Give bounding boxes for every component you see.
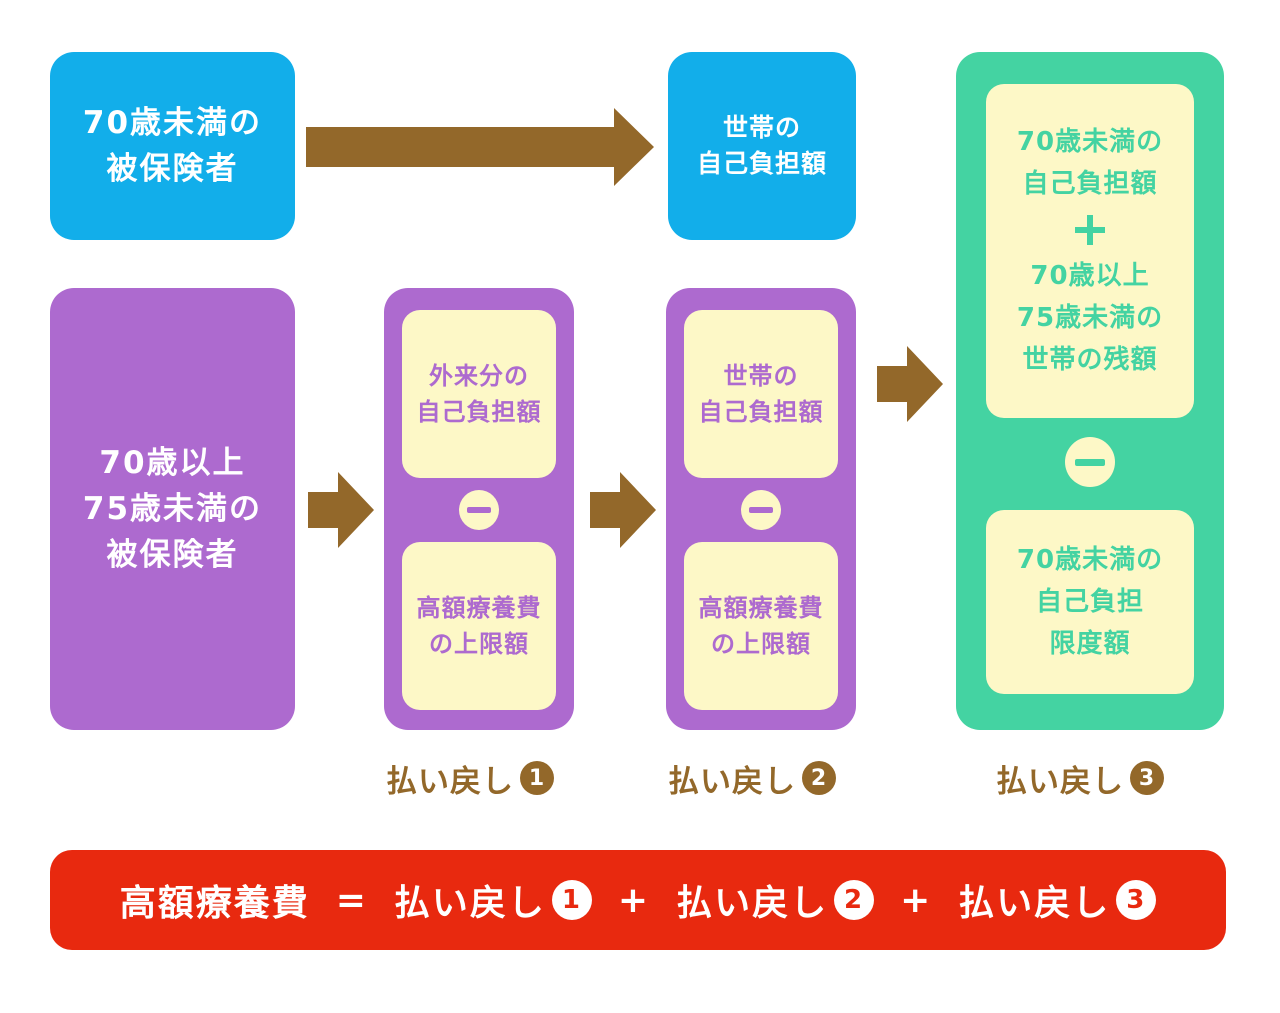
under70-copay-text: 70歳未満の 自己負担額: [1016, 127, 1164, 199]
minus-icon: [1065, 437, 1115, 487]
arrow-shape: [308, 472, 374, 548]
formula-bar: 高額療養費 = 払い戻し 1 + 払い戻し 2 + 払い戻し 3: [50, 850, 1226, 950]
refund-1-label: 払い戻し 1: [386, 758, 554, 800]
formula-term-3: 払い戻し 3: [958, 874, 1157, 926]
formula-plus-2: +: [900, 879, 933, 921]
arrow-shape: [306, 108, 654, 186]
refund-3-container: 70歳未満の 自己負担額 70歳以上 75歳未満の 世帯の残額 70歳未満の 自…: [956, 52, 1224, 730]
minus-icon: [459, 490, 499, 530]
formula-number-2-icon: 2: [834, 880, 875, 920]
number-3-icon: 3: [1130, 761, 1164, 795]
formula-term-1-text: 払い戻し: [393, 883, 546, 924]
refund-3-label: 払い戻し 3: [996, 758, 1164, 800]
formula-term-2-text: 払い戻し: [676, 883, 829, 924]
formula-number-3-icon: 3: [1116, 880, 1157, 920]
arrow-right-1: [308, 472, 374, 548]
minus-icon: [741, 490, 781, 530]
household-copay-blue-box: 世帯の 自己負担額: [668, 52, 856, 240]
ceiling-1-box: 高額療養費 の上限額: [402, 542, 556, 710]
refund-1-container: 外来分の 自己負担額 高額療養費 の上限額: [384, 288, 574, 730]
combined-copay-box: 70歳未満の 自己負担額 70歳以上 75歳未満の 世帯の残額: [986, 84, 1194, 418]
number-1-icon: 1: [520, 761, 554, 795]
arrow-shape: [590, 472, 656, 548]
formula-term-1: 払い戻し 1: [394, 874, 592, 926]
outpatient-copay-box: 外来分の 自己負担額: [402, 310, 556, 478]
household-copay-2-box: 世帯の 自己負担額: [684, 310, 838, 478]
age70-75-insured-box: 70歳以上 75歳未満の 被保険者: [50, 288, 295, 730]
formula-plus-1: +: [617, 879, 651, 921]
number-2-icon: 2: [802, 761, 836, 795]
under70-insured-box: 70歳未満の 被保険者: [50, 52, 295, 240]
formula-term-3-text: 払い戻し: [958, 883, 1111, 924]
age70-75-remainder-text: 70歳以上 75歳未満の 世帯の残額: [1016, 261, 1164, 375]
refund-3-text: 払い戻し: [996, 763, 1124, 800]
ceiling-2-box: 高額療養費 の上限額: [684, 542, 838, 710]
arrow-right-3: [877, 346, 943, 422]
plus-icon: [1075, 215, 1105, 245]
refund-1-text: 払い戻し: [386, 763, 514, 800]
formula-equals: =: [335, 879, 368, 921]
formula-lhs: 高額療養費: [119, 883, 310, 924]
formula-term-2: 払い戻し 2: [676, 874, 875, 926]
refund-2-label: 払い戻し 2: [668, 758, 836, 800]
arrow-shape: [877, 346, 943, 422]
formula-number-1-icon: 1: [551, 880, 592, 920]
under70-limit-box: 70歳未満の 自己負担 限度額: [986, 510, 1194, 694]
refund-2-text: 払い戻し: [668, 763, 796, 800]
arrow-right-long: [306, 108, 654, 186]
arrow-right-2: [590, 472, 656, 548]
refund-2-container: 世帯の 自己負担額 高額療養費 の上限額: [666, 288, 856, 730]
